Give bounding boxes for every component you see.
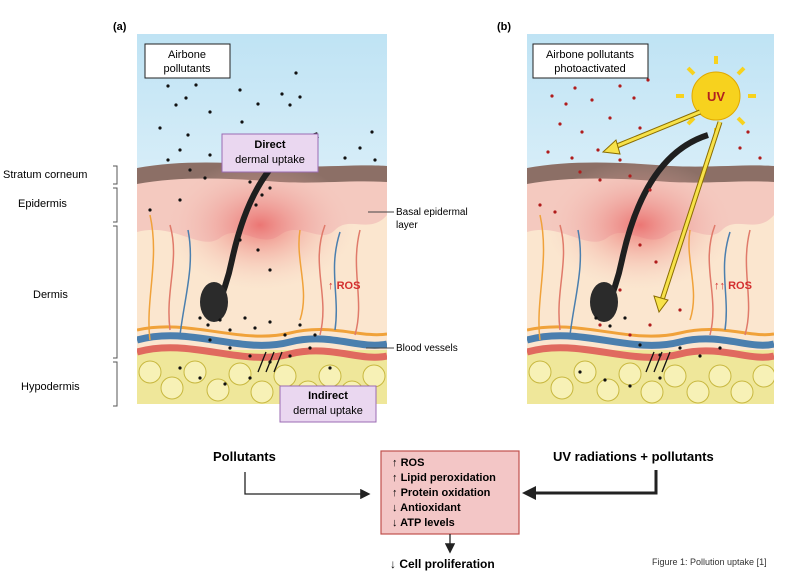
effect-lipid-peroxidation: ↑ Lipid peroxidation (392, 472, 496, 484)
uv-label: UV (707, 89, 725, 104)
effects-box (380, 450, 520, 535)
epidermis-label: Epidermis (18, 198, 67, 210)
dermis-label: Dermis (33, 289, 68, 301)
airborne-label-b-l1: Airbone pollutants (546, 49, 635, 61)
indirect-label: Indirect (308, 390, 348, 402)
direct-uptake-callout (221, 133, 319, 173)
airborne-label-a-l2: pollutants (163, 63, 211, 75)
effect-antioxidant: ↓ Antioxidant (392, 502, 461, 514)
layer-brackets (113, 165, 118, 407)
pollutants-flow-label: Pollutants (213, 449, 276, 464)
indirect-uptake-callout (279, 385, 377, 423)
stratum-corneum-label: Stratum corneum (3, 169, 87, 181)
effect-ros: ↑ ROS (392, 457, 424, 469)
ros-label-b: ↑↑ ROS (714, 280, 752, 292)
panel-a-tag: (a) (113, 21, 127, 33)
skin-panel-a: ↑ ROS (137, 34, 387, 404)
airborne-pollutants-box-a (144, 43, 231, 79)
direct-label: Direct (254, 139, 286, 151)
effects-list: ↑ ROS ↑ Lipid peroxidation ↑ Protein oxi… (392, 457, 496, 529)
uv-pollutants-arrow (533, 470, 658, 495)
effect-atp-levels: ↓ ATP levels (392, 517, 455, 529)
pollutants-arrow (244, 472, 371, 500)
airborne-pollutants-box-b (532, 43, 649, 79)
direct-sublabel: dermal uptake (235, 154, 305, 166)
panel-b-tag: (b) (497, 21, 511, 33)
basal-layer-label-l1: Basal epidermal (396, 207, 468, 218)
hypodermis-label: Hypodermis (21, 381, 80, 393)
basal-layer-label-l2: layer (396, 220, 418, 231)
uv-ray-arrows (601, 109, 723, 314)
skin-panel-b: ↑↑ ROS (527, 34, 774, 404)
figure-caption: Figure 1: Pollution uptake [1] (652, 557, 767, 567)
airborne-label-b-l2: photoactivated (554, 63, 626, 75)
ros-label-a: ↑ ROS (328, 280, 360, 292)
uv-sun-icon (676, 56, 756, 136)
blood-vessels-label: Blood vessels (396, 343, 458, 354)
indirect-sublabel: dermal uptake (293, 405, 363, 417)
effect-protein-oxidation: ↑ Protein oxidation (392, 487, 491, 499)
airborne-label-a-l1: Airbone (168, 49, 206, 61)
cell-proliferation-label: ↓ Cell proliferation (390, 557, 495, 571)
uv-pollutants-flow-label: UV radiations + pollutants (553, 449, 714, 464)
